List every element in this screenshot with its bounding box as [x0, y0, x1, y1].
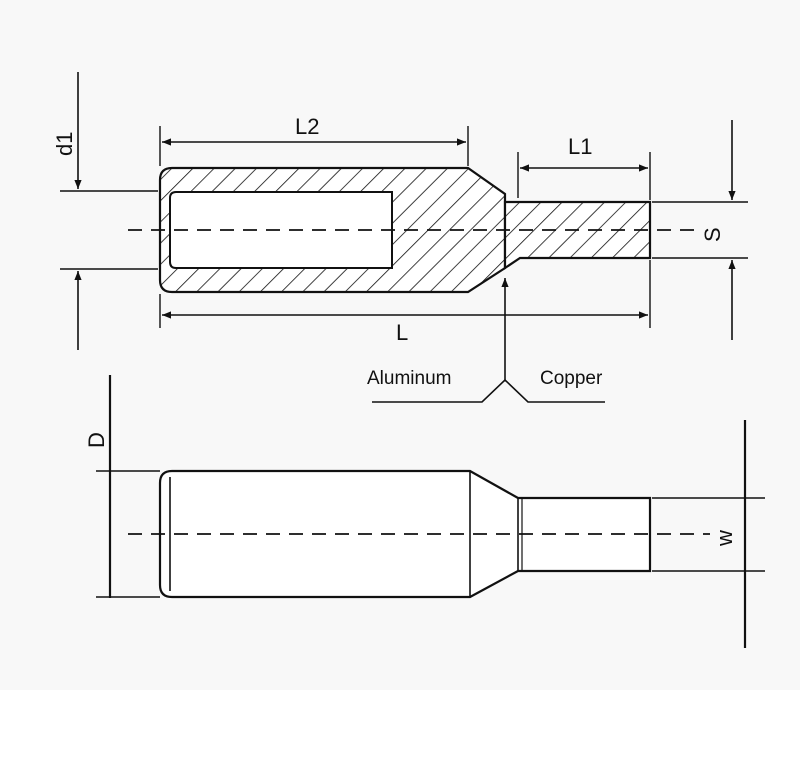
copper-pin-section: [503, 200, 652, 271]
label-W: w: [712, 530, 737, 547]
outline-view: [128, 469, 710, 599]
dimension-W: w: [652, 420, 765, 648]
label-D: D: [84, 432, 109, 448]
label-L2: L2: [295, 114, 319, 139]
label-copper: Copper: [540, 368, 603, 389]
dimension-S: S: [652, 120, 748, 340]
label-S: S: [700, 227, 725, 242]
dimension-L: L: [159, 260, 651, 345]
label-L1: L1: [568, 134, 592, 159]
label-aluminum: Aluminum: [367, 368, 451, 389]
label-d1: d1: [52, 132, 77, 156]
dimension-L1: L1: [517, 134, 651, 200]
material-junction-leader: Aluminum Copper: [367, 278, 605, 403]
barrel-bore: [169, 191, 393, 269]
label-L: L: [396, 320, 408, 345]
dimension-d1: d1: [52, 72, 158, 350]
section-view: [128, 166, 695, 294]
dimension-L2: L2: [159, 114, 469, 166]
dimension-D: D: [84, 375, 160, 598]
